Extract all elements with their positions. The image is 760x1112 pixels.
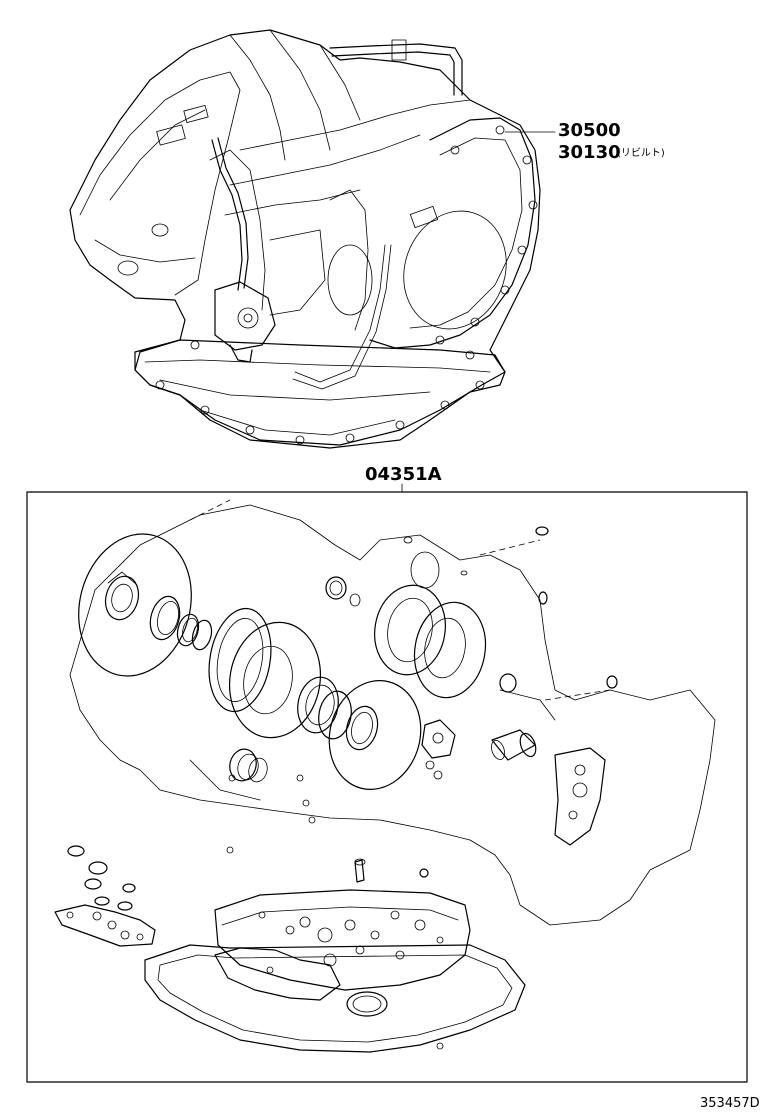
rebuilt-note: (リビルト) <box>617 147 665 159</box>
part-number-04351A: 04351A <box>365 464 442 485</box>
gasket-kit-frame <box>26 491 748 1083</box>
transaxle-assembly-illustration <box>69 29 541 449</box>
part-number-30500: 30500 <box>558 120 621 141</box>
part-number-30130: 30130 <box>558 142 621 163</box>
gasket-kit-illustration <box>54 499 716 1053</box>
figure-id: 353457D <box>700 1096 760 1111</box>
